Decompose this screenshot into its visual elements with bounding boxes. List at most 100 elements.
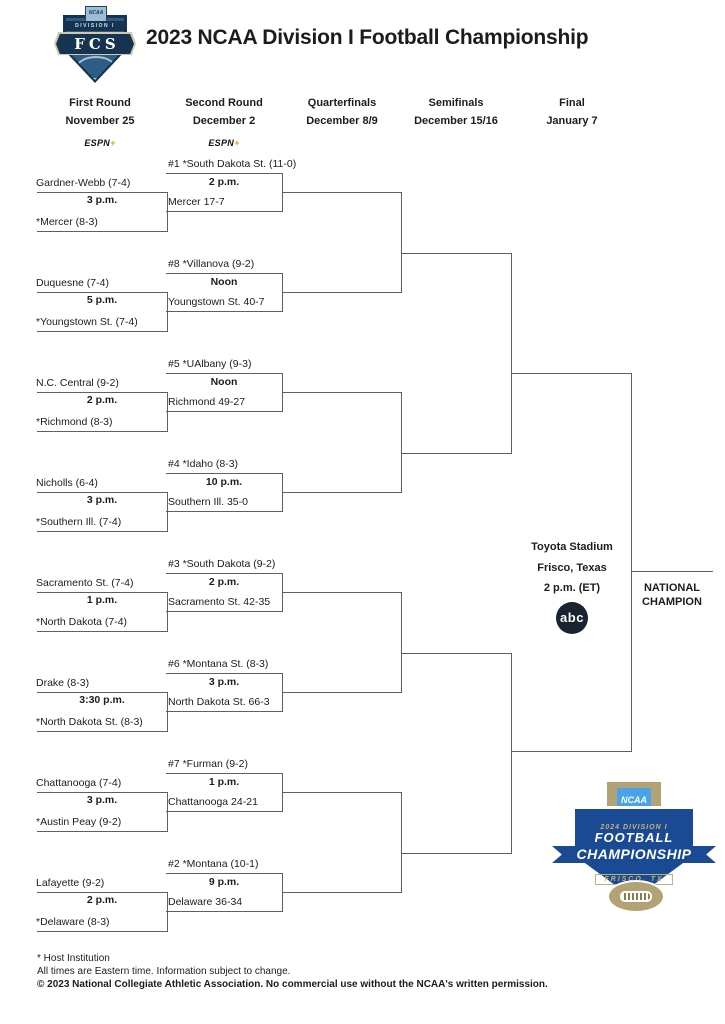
fr2-bottom-team: *Youngstown St. (7-4)	[36, 316, 138, 328]
connector-line	[167, 892, 168, 932]
fr6-time: 3:30 p.m.	[79, 694, 125, 706]
connector-line	[512, 751, 631, 752]
sr6-seed-team: #6 *Montana St. (8-3)	[168, 658, 269, 670]
sr6-winner: North Dakota St. 66-3	[168, 696, 270, 708]
final-venue: Toyota Stadium	[531, 541, 613, 553]
connector-line	[166, 611, 283, 612]
connector-line	[282, 473, 283, 512]
logo-championship-banner: CHAMPIONSHIP	[552, 846, 716, 863]
fr4-bottom-team: *Southern Ill. (7-4)	[36, 516, 122, 528]
connector-line	[37, 331, 167, 332]
sr2-winner: Youngstown St. 40-7	[168, 296, 265, 308]
connector-line	[37, 792, 167, 793]
connector-line	[166, 273, 282, 274]
sr8-time: 9 p.m.	[208, 876, 240, 888]
fr3-time: 2 p.m.	[86, 394, 118, 406]
connector-line	[37, 692, 167, 693]
connector-line	[37, 392, 167, 393]
connector-line	[166, 711, 283, 712]
fr2-top-team: Duquesne (7-4)	[36, 277, 109, 289]
fcs-banner: FCS	[56, 34, 134, 54]
column-date-final: January 7	[546, 115, 598, 127]
fr5-top-team: Sacramento St. (7-4)	[36, 577, 134, 589]
fr5-bottom-team: *North Dakota (7-4)	[36, 616, 128, 628]
connector-line	[283, 192, 401, 193]
connector-line	[37, 931, 167, 932]
connector-line	[37, 192, 167, 193]
connector-line	[283, 792, 401, 793]
connector-line	[401, 592, 402, 693]
fr6-bottom-team: *North Dakota St. (8-3)	[36, 716, 143, 728]
connector-line	[282, 373, 283, 412]
sr7-time: 1 p.m.	[208, 776, 240, 788]
connector-line	[282, 773, 283, 812]
fr4-top-team: Nicholls (6-4)	[36, 477, 98, 489]
connector-line	[167, 392, 168, 432]
football-championship-logo: NCAA 2024 DIVISION I FOOTBALL CHAMPIONSH…	[550, 780, 718, 913]
connector-line	[282, 173, 283, 212]
fr8-time: 2 p.m.	[86, 894, 118, 906]
connector-line	[166, 411, 283, 412]
connector-line	[37, 492, 167, 493]
column-header-final: Final	[559, 97, 585, 109]
fr7-top-team: Chattanooga (7-4)	[36, 777, 122, 789]
sr3-winner: Richmond 49-27	[168, 396, 246, 408]
final-time: 2 p.m. (ET)	[543, 582, 601, 594]
connector-line	[282, 673, 283, 712]
espn-plus-sign: +	[234, 138, 240, 148]
connector-line	[167, 292, 168, 332]
abc-network-logo: abc	[556, 602, 588, 634]
sr1-winner: Mercer 17-7	[168, 196, 225, 208]
connector-line	[283, 592, 401, 593]
page-title: 2023 NCAA Division I Football Championsh…	[146, 26, 589, 49]
fr5-time: 1 p.m.	[86, 594, 118, 606]
fr8-bottom-team: *Delaware (8-3)	[36, 916, 110, 928]
connector-line	[401, 392, 402, 493]
connector-line	[37, 631, 167, 632]
fr4-time: 3 p.m.	[86, 494, 118, 506]
connector-line	[167, 692, 168, 732]
column-header-semifinals: Semifinals	[428, 97, 484, 109]
connector-line	[166, 911, 283, 912]
connector-line	[401, 792, 402, 893]
column-date-quarterfinals: December 8/9	[306, 115, 378, 127]
connector-line	[631, 373, 632, 752]
sr7-seed-team: #7 *Furman (9-2)	[168, 758, 248, 770]
sr3-time: Noon	[210, 376, 238, 388]
connector-line	[166, 373, 282, 374]
footer-host-note: * Host Institution	[37, 953, 110, 964]
sr1-time: 2 p.m.	[208, 176, 240, 188]
fr7-bottom-team: *Austin Peay (9-2)	[36, 816, 122, 828]
connector-line	[37, 231, 167, 232]
connector-line	[166, 473, 282, 474]
fr3-top-team: N.C. Central (9-2)	[36, 377, 119, 389]
connector-line	[166, 673, 282, 674]
sr4-winner: Southern Ill. 35-0	[168, 496, 248, 508]
sr8-winner: Delaware 36-34	[168, 896, 243, 908]
sr2-seed-team: #8 *Villanova (9-2)	[168, 258, 255, 270]
column-header-first-round: First Round	[69, 97, 131, 109]
column-date-semifinals: December 15/16	[414, 115, 498, 127]
connector-line	[166, 311, 283, 312]
connector-line	[512, 373, 631, 374]
connector-line	[166, 511, 283, 512]
sr3-seed-team: #5 *UAlbany (9-3)	[168, 358, 252, 370]
column-header-quarterfinals: Quarterfinals	[307, 97, 377, 109]
footer-copyright: © 2023 National Collegiate Athletic Asso…	[37, 979, 548, 990]
logo-division-text: 2024 DIVISION I	[600, 824, 668, 831]
connector-line	[167, 492, 168, 532]
fcs-division-banner: DIVISION I	[65, 21, 125, 31]
fr1-bottom-team: *Mercer (8-3)	[36, 216, 98, 228]
connector-line	[37, 592, 167, 593]
connector-line	[511, 253, 512, 454]
fr6-top-team: Drake (8-3)	[36, 677, 90, 689]
connector-line	[166, 811, 283, 812]
connector-line	[402, 453, 511, 454]
football-laces	[620, 891, 652, 902]
sr1-seed-team: #1 *South Dakota St. (11-0)	[168, 158, 297, 170]
connector-line	[166, 773, 282, 774]
espn-plus-logo: ESPN+	[194, 138, 254, 148]
espn-plus-logo: ESPN+	[70, 138, 130, 148]
connector-line	[167, 792, 168, 832]
connector-line	[37, 831, 167, 832]
